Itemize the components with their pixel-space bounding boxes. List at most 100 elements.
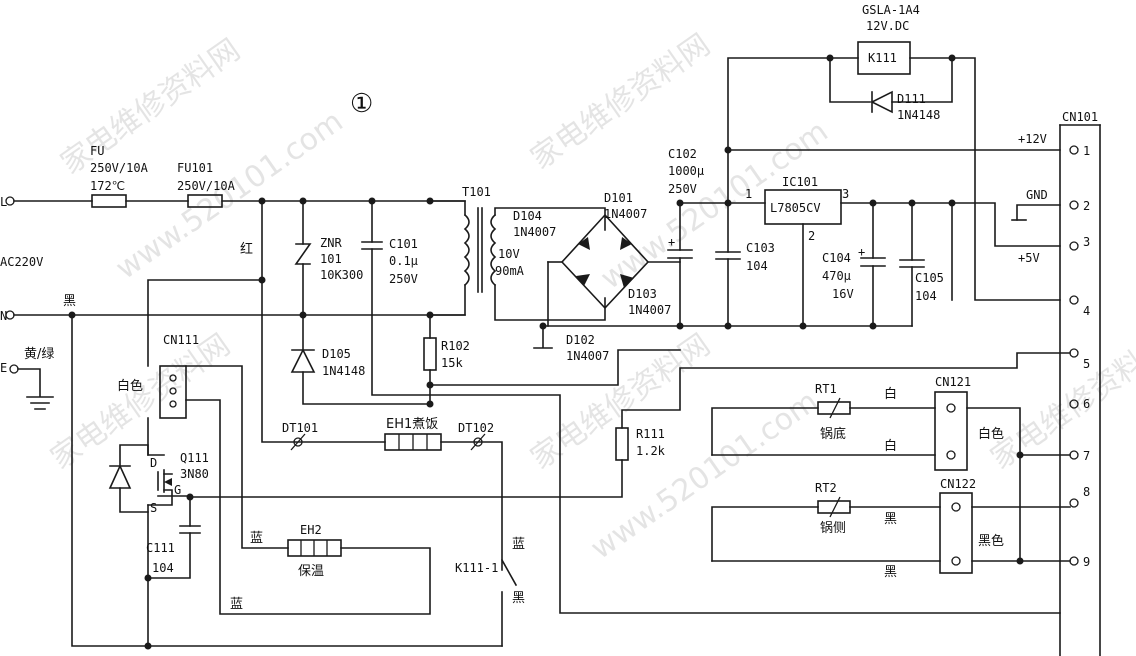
t101-secondary: 10V bbox=[498, 247, 520, 261]
cn101-5v-label: +5V bbox=[1018, 251, 1040, 265]
ic101-pin1: 1 bbox=[745, 187, 752, 201]
cn101-pin-7: 7 bbox=[1083, 449, 1090, 463]
q111-part: 3N80 bbox=[180, 467, 209, 481]
c101-name: C101 bbox=[389, 237, 418, 251]
wire-color-blue-2: 蓝 bbox=[230, 597, 243, 612]
cn101-pin-9: 9 bbox=[1083, 555, 1090, 569]
wire-color-white-2: 白 bbox=[884, 438, 897, 454]
thermistor-rt2: RT2 锅侧 黑 黑 bbox=[711, 481, 941, 580]
relay-rating: 12V.DC bbox=[866, 19, 909, 33]
capacitor-c103: C103 104 bbox=[715, 202, 775, 327]
fu101-rating: 250V/10A bbox=[177, 179, 236, 193]
transformer-t101: T101 10V 90mA bbox=[429, 185, 606, 321]
fu-rating: 250V/10A bbox=[90, 161, 149, 175]
c111-name: C111 bbox=[146, 541, 175, 555]
cn101-pin-6: 6 bbox=[1083, 397, 1090, 411]
r111-value: 1.2k bbox=[636, 444, 666, 458]
wire-color-blue-3: 蓝 bbox=[512, 537, 525, 552]
fu-name: FU bbox=[90, 144, 104, 158]
cn122-color: 黑色 bbox=[978, 533, 1004, 549]
t101-name: T101 bbox=[462, 185, 491, 199]
d104-name: D104 bbox=[513, 209, 542, 223]
d111-name: D111 bbox=[897, 92, 926, 106]
c102-name: C102 bbox=[668, 147, 697, 161]
c102-voltage: 250V bbox=[668, 182, 697, 196]
ic101-name: IC101 bbox=[782, 175, 818, 189]
znr-code: 101 bbox=[320, 252, 342, 266]
c103-name: C103 bbox=[746, 241, 775, 255]
znr-name: ZNR bbox=[320, 236, 342, 250]
wire-color-black: 黑 bbox=[63, 294, 76, 309]
resistor-r102: R102 15k bbox=[423, 314, 470, 405]
thermal-fuse-dt101: DT101 bbox=[282, 421, 318, 451]
cn101-pin-5: 5 bbox=[1083, 357, 1090, 371]
r111-name: R111 bbox=[636, 427, 665, 441]
capacitor-c102: + C102 1000μ 250V bbox=[667, 147, 704, 327]
thermistor-rt1: RT1 锅底 白 白 bbox=[711, 382, 936, 456]
d105-name: D105 bbox=[322, 347, 351, 361]
r102-value: 15k bbox=[441, 356, 463, 370]
rt1-name: RT1 bbox=[815, 382, 837, 396]
watermark: 家电维修资料网 bbox=[55, 32, 247, 181]
regulator-ic101: IC101 L7805CV 1 3 2 bbox=[745, 175, 849, 327]
e-terminal-label: E bbox=[0, 361, 7, 375]
heater-eh2: EH2 保温 蓝 蓝 bbox=[230, 523, 342, 612]
thermal-fuse-dt102: DT102 bbox=[458, 421, 494, 451]
cn101-pin-4: 4 bbox=[1083, 304, 1090, 318]
relay-model: GSLA-1A4 bbox=[862, 3, 920, 17]
ac-voltage-label: AC220V bbox=[0, 255, 43, 269]
wire-color-black-4: 黑 bbox=[884, 565, 897, 580]
connector-cn111: CN111 白色 bbox=[117, 276, 431, 615]
rt2-name: RT2 bbox=[815, 481, 837, 495]
d105-part: 1N4148 bbox=[322, 364, 365, 378]
connector-cn122: CN122 黑色 bbox=[939, 454, 1071, 574]
c101-value: 0.1μ bbox=[389, 254, 418, 268]
c104-name: C104 bbox=[822, 251, 851, 265]
cn101-gnd-label: GND bbox=[1026, 188, 1048, 202]
d104-part: 1N4007 bbox=[513, 225, 556, 239]
cn101-pins: 1 2 3 4 5 6 7 8 9 bbox=[1069, 144, 1090, 569]
d103-name: D103 bbox=[628, 287, 657, 301]
cn111-name: CN111 bbox=[163, 333, 199, 347]
connector-cn101: CN101 +12V GND +5V 1 2 3 4 5 6 7 8 9 bbox=[1018, 110, 1101, 656]
cn101-name: CN101 bbox=[1062, 110, 1098, 124]
c111-value: 104 bbox=[152, 561, 174, 575]
cn101-pin-1: 1 bbox=[1083, 144, 1090, 158]
eh2-name: EH2 bbox=[300, 523, 322, 537]
ic101-part: L7805CV bbox=[770, 201, 821, 215]
cn101-pin-8: 8 bbox=[1083, 485, 1090, 499]
q111-d: D bbox=[150, 456, 157, 470]
cn101-pin-2: 2 bbox=[1083, 199, 1090, 213]
l-terminal-label: L bbox=[0, 195, 7, 209]
cn101-pin-3: 3 bbox=[1083, 235, 1090, 249]
d102-name: D102 bbox=[566, 333, 595, 347]
r102-name: R102 bbox=[441, 339, 470, 353]
n-terminal-label: N bbox=[0, 309, 7, 323]
wire-color-red: 红 bbox=[240, 241, 253, 257]
capacitor-c101: C101 0.1μ 250V bbox=[361, 200, 1061, 614]
eh2-label: 保温 bbox=[298, 564, 324, 579]
connector-cn121: CN121 白色 bbox=[934, 375, 1071, 471]
eh1-name: EH1煮饭 bbox=[386, 417, 438, 432]
d102-part: 1N4007 bbox=[566, 349, 609, 363]
figure-number: ① bbox=[350, 89, 373, 119]
relay-contact-k111-1: K111-1 蓝 黑 bbox=[455, 537, 525, 647]
dt102-name: DT102 bbox=[458, 421, 494, 435]
relay-contact-name: K111-1 bbox=[455, 561, 498, 575]
wire-color-blue-1: 蓝 bbox=[250, 531, 263, 546]
c104-voltage: 16V bbox=[832, 287, 854, 301]
dt101-name: DT101 bbox=[282, 421, 318, 435]
wire-color-white-1: 白 bbox=[884, 386, 897, 402]
t101-current: 90mA bbox=[495, 264, 525, 278]
q111-name: Q111 bbox=[180, 451, 209, 465]
fuse-fu: FU 250V/10A 172℃ bbox=[90, 144, 149, 208]
rt1-label: 锅底 bbox=[820, 426, 846, 442]
resistor-r111: R111 1.2k bbox=[615, 427, 666, 461]
ic101-pin2: 2 bbox=[808, 229, 815, 243]
q111-s: S bbox=[150, 501, 157, 515]
c105-name: C105 bbox=[915, 271, 944, 285]
q111-g: G bbox=[174, 483, 181, 497]
wire-color-black-2: 黑 bbox=[512, 591, 525, 606]
c104-value: 470μ bbox=[822, 269, 851, 283]
cn111-color: 白色 bbox=[117, 378, 143, 394]
